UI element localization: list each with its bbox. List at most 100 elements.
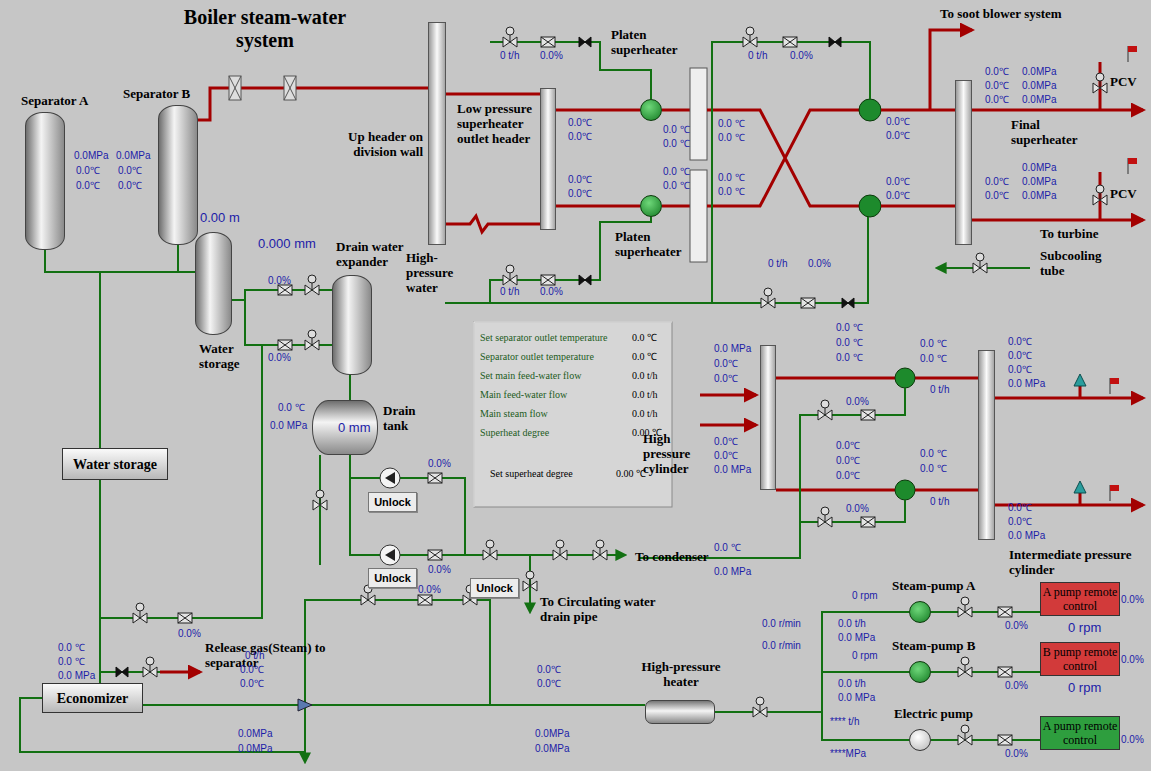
node-label: Unlock bbox=[374, 496, 411, 509]
node-label: Platen superheater bbox=[611, 27, 691, 57]
value-label: 0.0% bbox=[268, 275, 291, 287]
pipe-connector bbox=[349, 375, 351, 400]
value-label: **** t/h bbox=[830, 716, 859, 728]
value-label: 0.0℃ bbox=[1008, 364, 1032, 376]
name-label: Release gas(Steam) to separator bbox=[205, 640, 355, 670]
value-label: 0.0MPa bbox=[1022, 176, 1056, 188]
value-label: 0.0℃ bbox=[886, 116, 910, 128]
value-label: 0.0℃ bbox=[886, 190, 910, 202]
pipe-connector bbox=[556, 205, 640, 208]
value-label: 0.0MPa bbox=[1022, 66, 1056, 78]
table-cell: Set superheat degree bbox=[490, 468, 573, 480]
node-label: Separator B bbox=[123, 86, 190, 101]
pipe-connector bbox=[99, 480, 101, 683]
value-label: 0.0℃ bbox=[240, 678, 264, 690]
value-label: 0.0 MPa bbox=[838, 632, 875, 644]
control-button: A pump remote control bbox=[1040, 582, 1120, 616]
value-label: 0.0MPa bbox=[1022, 190, 1056, 202]
value-label: 0 t/h bbox=[500, 50, 519, 62]
value-label: 0.0% bbox=[1005, 748, 1028, 760]
name-label: To turbine bbox=[1040, 226, 1098, 241]
value-label: 0.0℃ bbox=[714, 436, 738, 448]
value-label: 0.0℃ bbox=[714, 373, 738, 385]
table-cell: Set main feed-water flow bbox=[480, 370, 581, 382]
node-label: High-pressure heater bbox=[636, 659, 726, 689]
value-label: 0.0 MPa bbox=[58, 670, 95, 682]
value-label: 0.0℃ bbox=[118, 180, 142, 192]
pipe-connector bbox=[715, 712, 909, 740]
value-label: 0 rpm bbox=[1068, 680, 1101, 695]
value-label: 0.0% bbox=[1121, 654, 1144, 666]
node-label: A pump remote control bbox=[1041, 585, 1119, 613]
pump-circle: Electric pump bbox=[909, 729, 931, 751]
unlock-button: Unlock bbox=[470, 578, 519, 598]
value-label: 0.0MPa bbox=[74, 150, 108, 162]
value-label: 0.0℃ bbox=[714, 450, 738, 462]
value-label: 0.0℃ bbox=[537, 678, 561, 690]
table-cell: Set separator outlet temperature bbox=[480, 332, 607, 344]
header: Low pressure superheater outlet header bbox=[540, 88, 556, 230]
value-label: 0.0 ℃ bbox=[714, 542, 741, 554]
value-label: 0.0 MPa bbox=[714, 343, 751, 355]
separator-vessel: Separator B bbox=[158, 105, 198, 245]
value-label: 0.0 ℃ bbox=[836, 352, 863, 364]
value-label: 0.000 mm bbox=[258, 236, 316, 251]
table-cell: Superheat degree bbox=[480, 427, 549, 439]
value-label: 0 rpm bbox=[852, 650, 878, 662]
value-label: 0.0 MPa bbox=[838, 692, 875, 704]
value-label: 0.0 ℃ bbox=[718, 132, 745, 144]
value-label: 0.0% bbox=[428, 458, 451, 470]
value-label: 0.0℃ bbox=[118, 165, 142, 177]
name-label: Subcooling tube bbox=[1040, 248, 1120, 278]
value-label: 0.0 ℃ bbox=[663, 138, 690, 150]
value-label: 0.0MPa bbox=[1022, 80, 1056, 92]
value-label: 0.00 m bbox=[200, 210, 240, 225]
control-button: A pump remote control bbox=[1040, 716, 1120, 750]
node-label: Unlock bbox=[476, 582, 513, 595]
value-label: 0.0 ℃ bbox=[836, 337, 863, 349]
value-label: 0.0℃ bbox=[1008, 350, 1032, 362]
process-box: Water storage bbox=[62, 448, 168, 480]
value-label: 0 mm bbox=[338, 420, 371, 435]
value-label: 0.0 ℃ bbox=[663, 180, 690, 192]
value-label: 0.0MPa bbox=[1022, 94, 1056, 106]
node-label: Up header on division wall bbox=[347, 129, 423, 159]
name-label: PCV bbox=[1110, 74, 1137, 89]
expander-vessel: Drain water expander bbox=[332, 275, 372, 375]
node-label: Steam-pump A bbox=[892, 578, 975, 593]
value-label: 0.0 ℃ bbox=[920, 463, 947, 475]
value-label: 0.0℃ bbox=[985, 80, 1009, 92]
value-label: 0.0MPa bbox=[1022, 162, 1056, 174]
value-label: 0.0 ℃ bbox=[920, 448, 947, 460]
value-label: 0.0℃ bbox=[985, 190, 1009, 202]
heater: High-pressure heater bbox=[645, 700, 715, 724]
value-label: 0 rpm bbox=[1068, 620, 1101, 635]
name-label: To Circulating water drain pipe bbox=[540, 594, 670, 624]
value-label: 0.0% bbox=[790, 50, 813, 62]
value-label: 0.0 MPa bbox=[270, 420, 307, 432]
desuperheater: Platen superheater bbox=[640, 99, 662, 121]
value-label: 0.0% bbox=[1121, 594, 1144, 606]
process-box: Economizer bbox=[42, 683, 143, 713]
value-label: 0.0% bbox=[540, 50, 563, 62]
value-label: 0.0℃ bbox=[886, 130, 910, 142]
value-label: 0.0 MPa bbox=[714, 566, 751, 578]
value-label: 0 t/h bbox=[748, 50, 767, 62]
value-label: 0.0℃ bbox=[76, 165, 100, 177]
table-cell: 0.00 ℃ bbox=[632, 427, 662, 439]
pipe-connector bbox=[715, 672, 909, 712]
table-cell: Separator outlet temperature bbox=[480, 351, 594, 363]
value-label: 0.0 ℃ bbox=[718, 172, 745, 184]
node-label: Water storage bbox=[199, 341, 261, 371]
value-label: 0 t/h bbox=[930, 496, 949, 508]
value-label: 0.0 MPa bbox=[1008, 378, 1045, 390]
name-label: PCV bbox=[1110, 186, 1137, 201]
value-label: 0.0MPa bbox=[238, 743, 272, 755]
node-label: A pump remote control bbox=[1041, 719, 1119, 747]
value-label: 0.0 r/min bbox=[762, 618, 801, 630]
value-label: 0.0 ℃ bbox=[58, 656, 85, 668]
value-label: 0.0 MPa bbox=[1008, 530, 1045, 542]
value-label: 0.0℃ bbox=[1008, 336, 1032, 348]
desuperheater: Platen superheater bbox=[640, 195, 662, 217]
table-cell: 0.0 t/h bbox=[632, 389, 658, 401]
